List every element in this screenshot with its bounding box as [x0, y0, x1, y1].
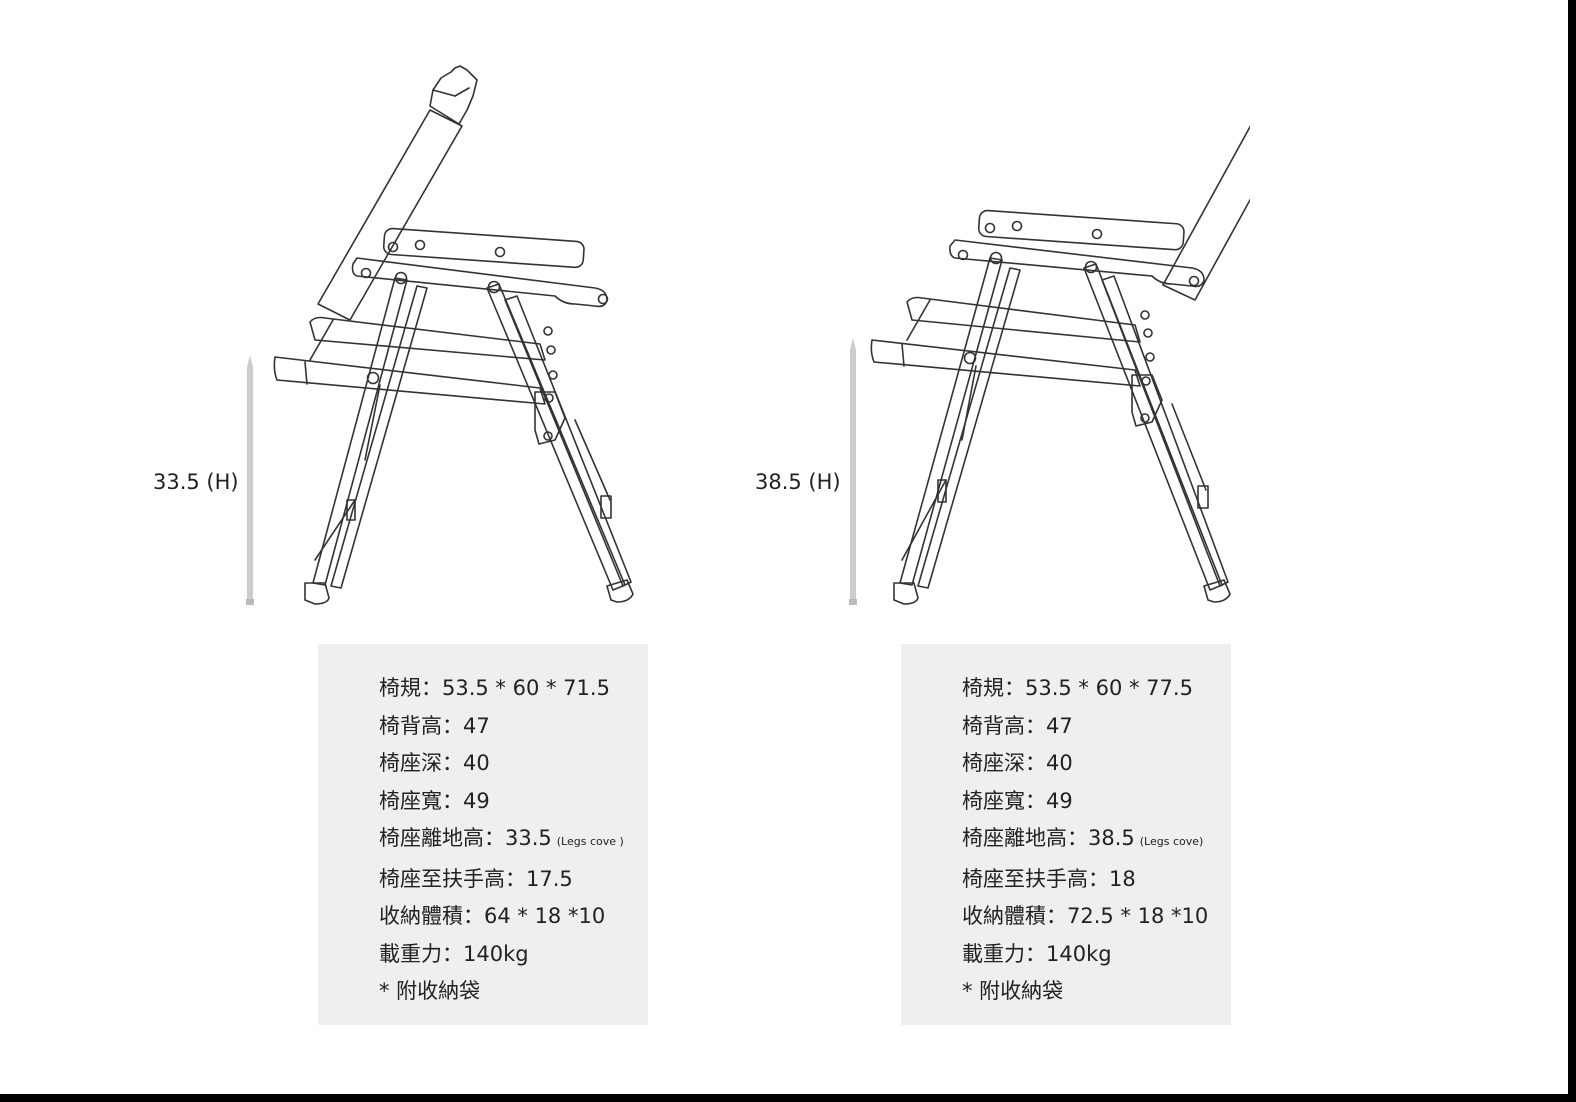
spec-load: 載重力：140kg	[379, 941, 529, 966]
spec-seat-height: 椅座離地高：38.5	[962, 826, 1135, 850]
armrest-front	[949, 239, 1205, 288]
spec-seat-height-row: 椅座離地高：33.5 (Legs cove )	[379, 820, 648, 861]
armrest-back	[382, 227, 585, 269]
spec-seat-height-note: (Legs cove)	[1139, 835, 1204, 848]
spec-seat-width: 椅座寬：49	[379, 788, 490, 813]
spec-box-high: 椅規：53.5 * 60 * 77.5 椅背高：47 椅座深：40 椅座寬：49…	[901, 644, 1231, 1025]
seat-rear	[906, 296, 1141, 343]
spec-back-height: 椅背高：47	[379, 713, 490, 738]
front-leg-2	[330, 285, 428, 589]
hinge-bracket	[534, 391, 566, 445]
spec-bag-note: * 附收納袋	[962, 979, 1064, 1003]
height-indicator-bar	[849, 338, 857, 605]
spec-back-height: 椅背高：47	[962, 713, 1073, 738]
armrest-back	[977, 209, 1185, 251]
spec-seat-height: 椅座離地高：33.5	[379, 826, 552, 850]
spec-packed-size: 收納體積：72.5 * 18 *10	[962, 904, 1209, 928]
rear-leg-2	[504, 295, 632, 587]
spec-arm-height: 椅座至扶手高：18	[962, 866, 1136, 891]
chair-drawing-high	[870, 125, 1250, 605]
front-leg	[899, 257, 1003, 586]
backrest	[1162, 125, 1250, 301]
rear-leg-2	[1101, 275, 1229, 587]
front-leg	[312, 277, 408, 586]
seat-rear	[309, 316, 546, 361]
hinge-bracket	[1131, 374, 1163, 427]
backrest	[317, 109, 463, 321]
spec-seat-width: 椅座寬：49	[962, 788, 1073, 813]
spec-seat-depth: 椅座深：40	[379, 751, 490, 775]
spec-bag-note: * 附收納袋	[379, 979, 481, 1003]
spec-packed-size: 收納體積：64 * 18 *10	[379, 904, 606, 928]
spec-load: 載重力：140kg	[962, 941, 1112, 966]
spec-seat-depth: 椅座深：40	[962, 751, 1073, 775]
spec-seat-height-row: 椅座離地高：38.5 (Legs cove)	[962, 820, 1231, 861]
seat-side	[273, 356, 546, 405]
backrest-headpad	[429, 65, 478, 125]
spec-size: 椅規：53.5 * 60 * 71.5	[379, 676, 610, 700]
seat-side	[870, 339, 1141, 387]
height-label-low: 33.5 (H)	[153, 470, 239, 494]
spec-arm-height: 椅座至扶手高：17.5	[379, 866, 573, 891]
height-indicator-bar	[246, 355, 254, 605]
spec-box-low: 椅規：53.5 * 60 * 71.5 椅背高：47 椅座深：40 椅座寬：49…	[318, 644, 648, 1025]
rear-leg	[1083, 263, 1223, 591]
spec-size: 椅規：53.5 * 60 * 77.5	[962, 676, 1193, 700]
height-label-high: 38.5 (H)	[755, 470, 841, 494]
front-leg-2	[917, 267, 1021, 589]
armrest-front	[351, 257, 608, 308]
spec-seat-height-note: (Legs cove )	[556, 835, 624, 848]
chair-drawing-low	[273, 65, 634, 605]
